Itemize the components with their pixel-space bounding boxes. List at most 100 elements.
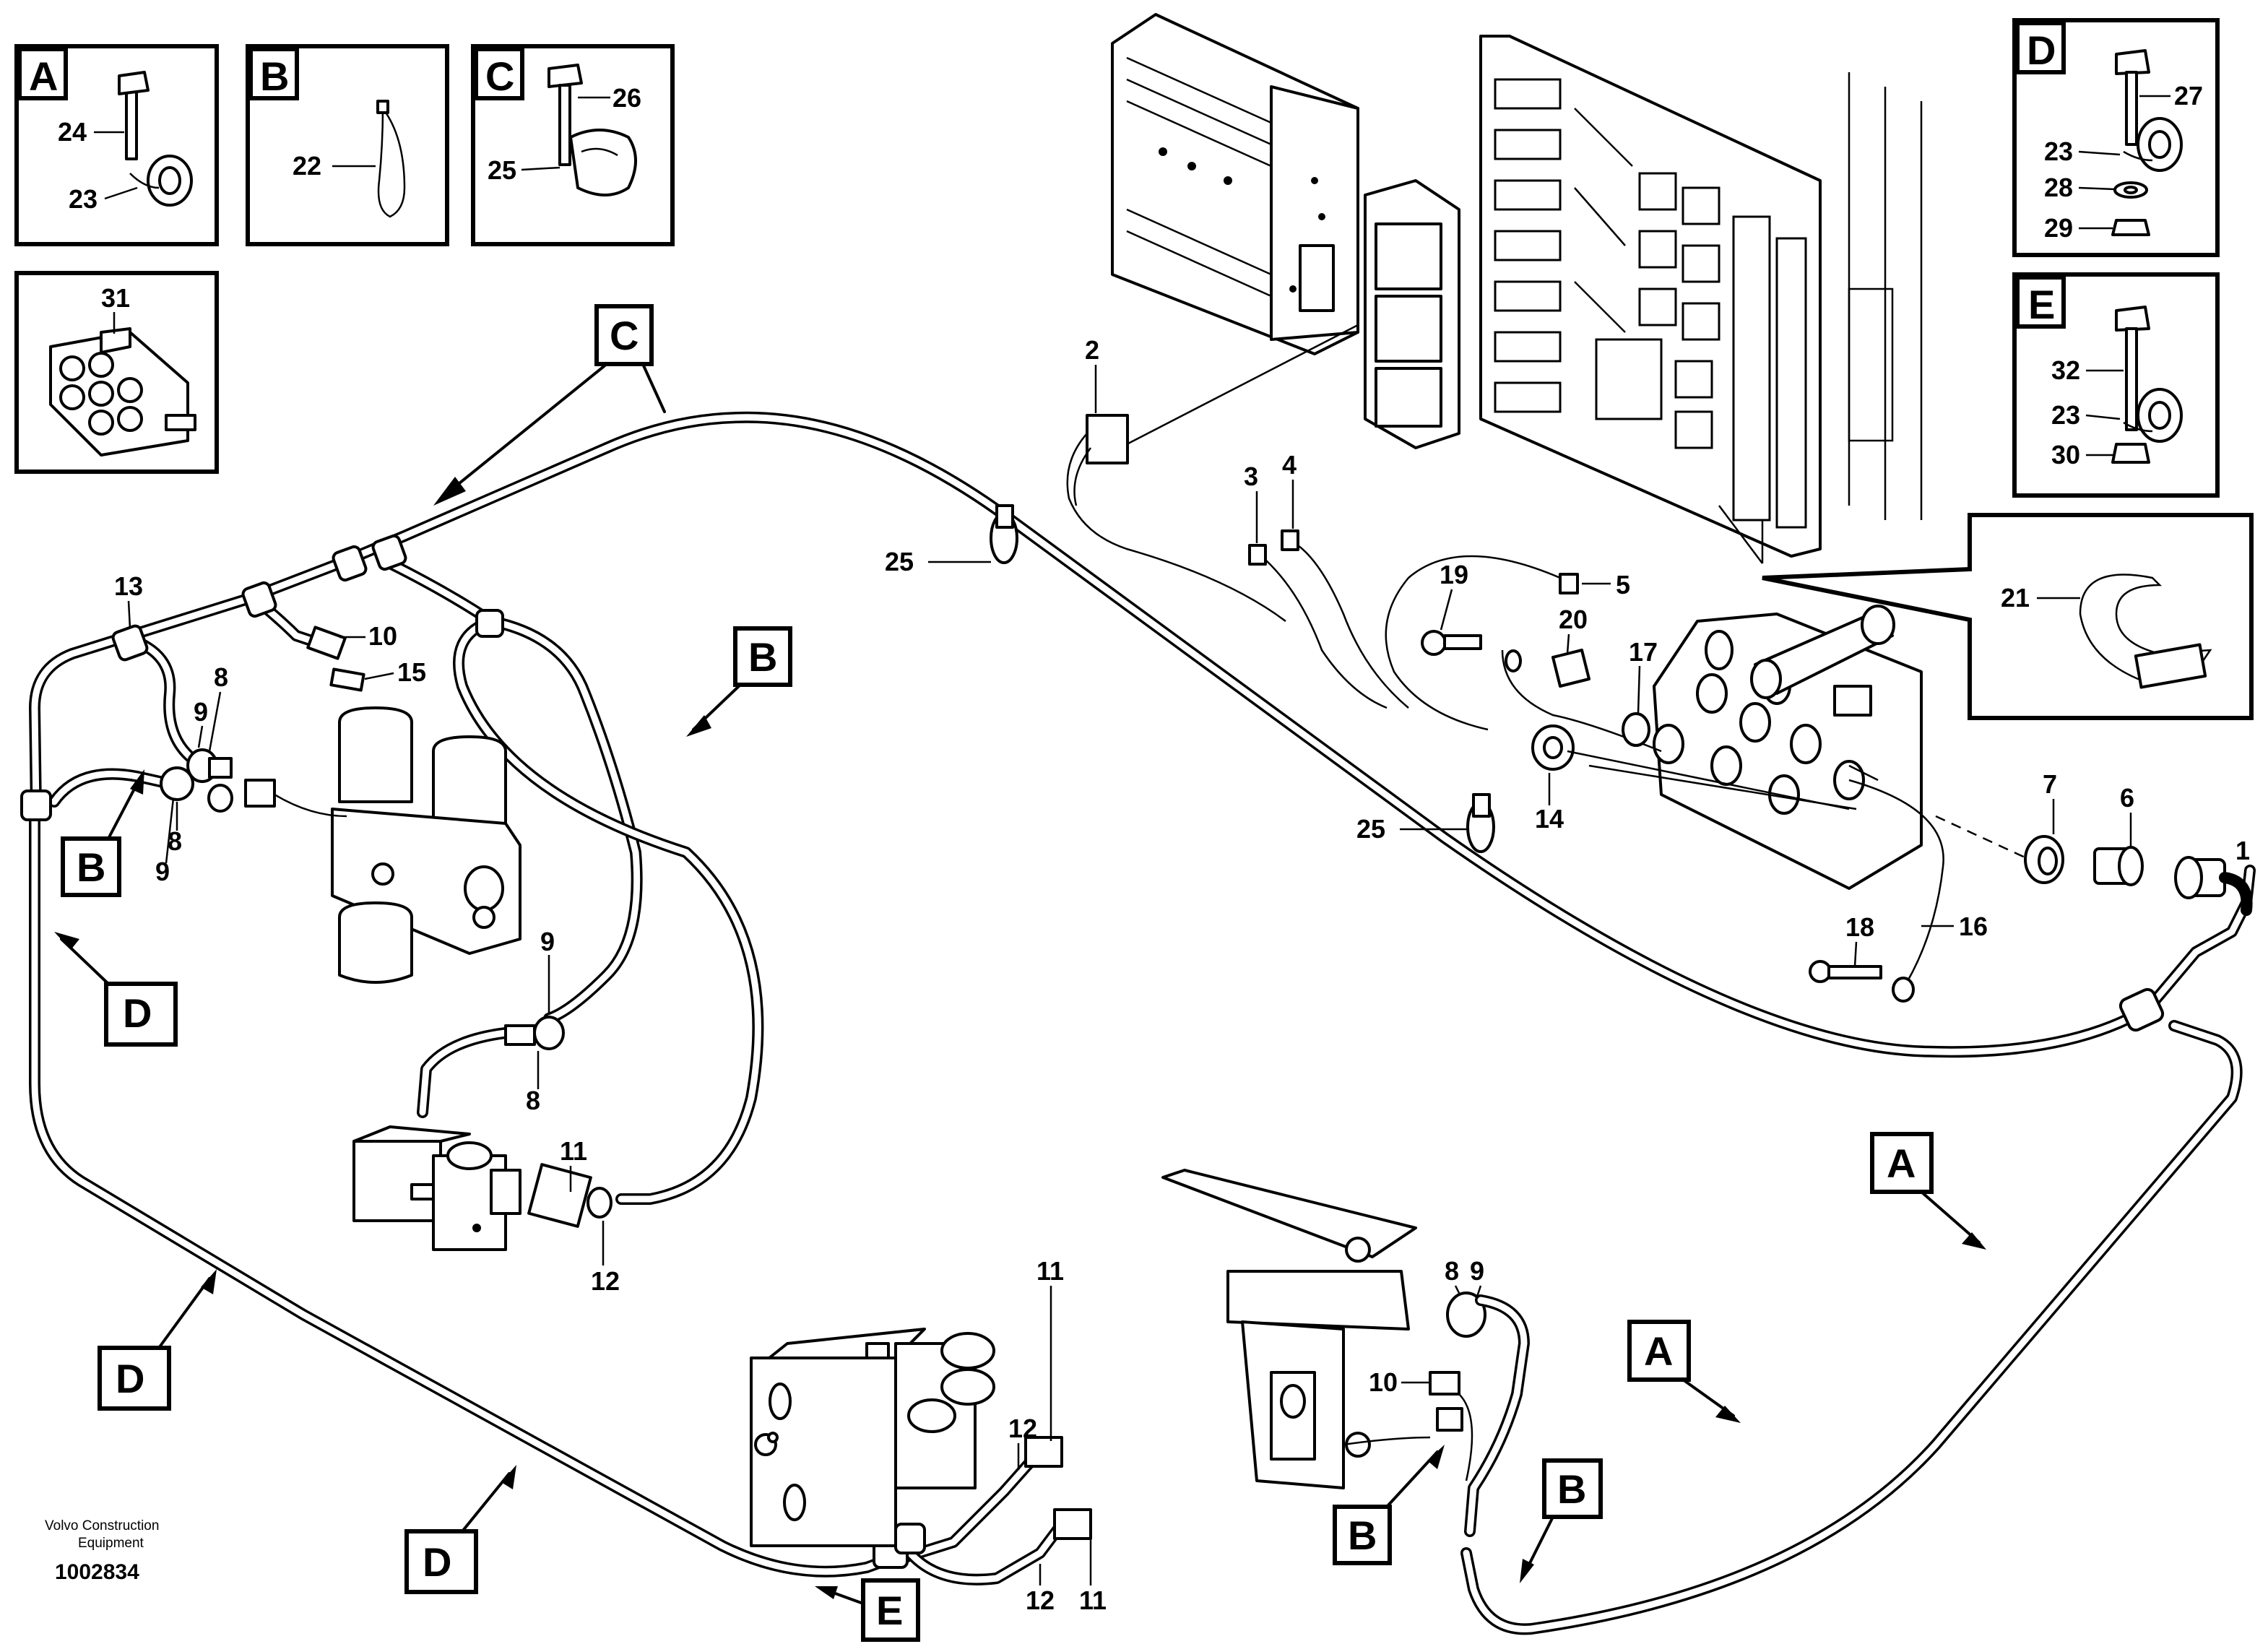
svg-text:A: A xyxy=(1644,1328,1673,1374)
drawing-caption: Volvo Construction Equipment 1002834 xyxy=(45,1518,159,1584)
svg-text:23: 23 xyxy=(2051,400,2080,430)
detail-box-D: D 27 23 28 29 xyxy=(2012,18,2220,257)
svg-text:31: 31 xyxy=(101,283,130,313)
svg-text:8: 8 xyxy=(168,826,182,856)
svg-text:23: 23 xyxy=(2044,137,2073,166)
svg-text:23: 23 xyxy=(69,184,98,214)
svg-text:18: 18 xyxy=(1845,912,1874,942)
svg-text:20: 20 xyxy=(1559,605,1588,634)
callout-A-right: A xyxy=(1870,1132,1986,1250)
svg-text:D: D xyxy=(423,1539,451,1585)
svg-text:E: E xyxy=(2028,282,2055,327)
svg-text:B: B xyxy=(748,634,777,680)
plug-connectors xyxy=(1935,815,2253,916)
relay-board xyxy=(1479,35,1822,558)
detail-box-21: 21 xyxy=(1762,513,2254,720)
svg-text:E: E xyxy=(876,1588,903,1633)
svg-text:25: 25 xyxy=(1356,814,1385,844)
svg-text:16: 16 xyxy=(1959,912,1988,941)
part-labels: 1 2 3 4 5 6 7 8 8 8 8 9 9 9 9 10 10 11 1… xyxy=(114,335,2250,1615)
detail-box-A: A 24 23 xyxy=(14,44,219,246)
svg-text:B: B xyxy=(1557,1466,1586,1512)
svg-text:6: 6 xyxy=(2120,783,2134,813)
svg-text:1002834: 1002834 xyxy=(55,1560,139,1584)
harness-tees xyxy=(20,534,2165,1569)
svg-text:C: C xyxy=(610,313,639,358)
ground-strap-16 xyxy=(1809,779,1944,1003)
svg-text:D: D xyxy=(116,1356,144,1401)
svg-text:9: 9 xyxy=(194,697,208,727)
svg-text:12: 12 xyxy=(1026,1585,1055,1615)
svg-text:Volvo Construction: Volvo Construction xyxy=(45,1518,159,1533)
svg-text:12: 12 xyxy=(591,1266,620,1296)
svg-text:17: 17 xyxy=(1629,637,1658,667)
svg-text:B: B xyxy=(260,53,289,99)
svg-text:9: 9 xyxy=(155,857,170,886)
svg-text:19: 19 xyxy=(1440,560,1468,589)
detail-box-C: C 26 25 xyxy=(471,44,675,246)
svg-text:21: 21 xyxy=(2001,583,2030,613)
svg-text:A: A xyxy=(29,53,58,99)
svg-text:13: 13 xyxy=(114,571,143,601)
main-harness xyxy=(29,411,2256,1635)
svg-text:4: 4 xyxy=(1282,450,1297,480)
svg-text:11: 11 xyxy=(1036,1256,1064,1286)
svg-text:14: 14 xyxy=(1535,804,1564,834)
svg-text:11: 11 xyxy=(1079,1585,1107,1615)
callout-D-left: D xyxy=(54,932,178,1047)
callout-D-bottom: D xyxy=(404,1465,516,1594)
svg-text:10: 10 xyxy=(1369,1367,1398,1397)
svg-text:30: 30 xyxy=(2051,440,2080,470)
svg-text:9: 9 xyxy=(540,927,555,956)
valve-block xyxy=(750,1328,1092,1547)
solenoid-valve xyxy=(352,1016,613,1251)
svg-text:15: 15 xyxy=(397,657,426,687)
cable-clips xyxy=(990,504,1495,853)
svg-text:5: 5 xyxy=(1616,570,1630,600)
svg-text:26: 26 xyxy=(613,83,641,113)
svg-text:7: 7 xyxy=(2043,769,2057,799)
callout-B-upper: B xyxy=(686,626,792,737)
svg-text:25: 25 xyxy=(488,155,516,185)
fasteners-panel xyxy=(1421,630,1850,810)
svg-text:22: 22 xyxy=(293,151,321,181)
callout-A-lower: A xyxy=(1627,1320,1741,1423)
svg-text:10: 10 xyxy=(368,621,397,651)
svg-text:12: 12 xyxy=(1008,1414,1037,1443)
callout-B-pedal-left: B xyxy=(1333,1445,1445,1565)
callout-D-mid: D xyxy=(98,1269,217,1411)
control-panel xyxy=(1588,605,1923,890)
svg-text:24: 24 xyxy=(58,117,87,147)
svg-text:A: A xyxy=(1887,1141,1916,1186)
svg-text:27: 27 xyxy=(2174,81,2203,111)
connectors-3-4-5 xyxy=(1248,529,1579,731)
svg-text:Equipment: Equipment xyxy=(78,1536,144,1551)
svg-text:9: 9 xyxy=(1470,1256,1484,1286)
svg-text:28: 28 xyxy=(2044,173,2073,202)
svg-text:8: 8 xyxy=(1445,1256,1459,1286)
detail-box-B: B 22 xyxy=(246,44,449,246)
svg-text:1: 1 xyxy=(2235,836,2250,865)
cab-wall xyxy=(1718,72,1923,564)
svg-text:D: D xyxy=(123,990,152,1036)
svg-text:29: 29 xyxy=(2044,213,2073,243)
callout-C: C xyxy=(433,304,666,506)
svg-text:3: 3 xyxy=(1244,462,1258,491)
pedal-harness xyxy=(1429,1292,1530,1537)
callout-B-left: B xyxy=(61,769,144,897)
svg-text:D: D xyxy=(2027,27,2056,73)
sensor-plugs xyxy=(160,626,365,818)
connector-2 xyxy=(1066,324,1359,623)
svg-text:B: B xyxy=(1348,1513,1377,1558)
svg-text:8: 8 xyxy=(214,662,228,692)
svg-text:B: B xyxy=(77,844,105,890)
svg-text:32: 32 xyxy=(2051,355,2080,385)
accumulator-block xyxy=(331,706,521,984)
svg-text:8: 8 xyxy=(526,1086,540,1115)
callout-B-pedal-right: B xyxy=(1520,1458,1603,1583)
callout-E: E xyxy=(815,1578,920,1642)
detail-box-31: 31 xyxy=(14,271,219,474)
svg-text:2: 2 xyxy=(1085,335,1099,365)
svg-text:25: 25 xyxy=(885,547,914,576)
